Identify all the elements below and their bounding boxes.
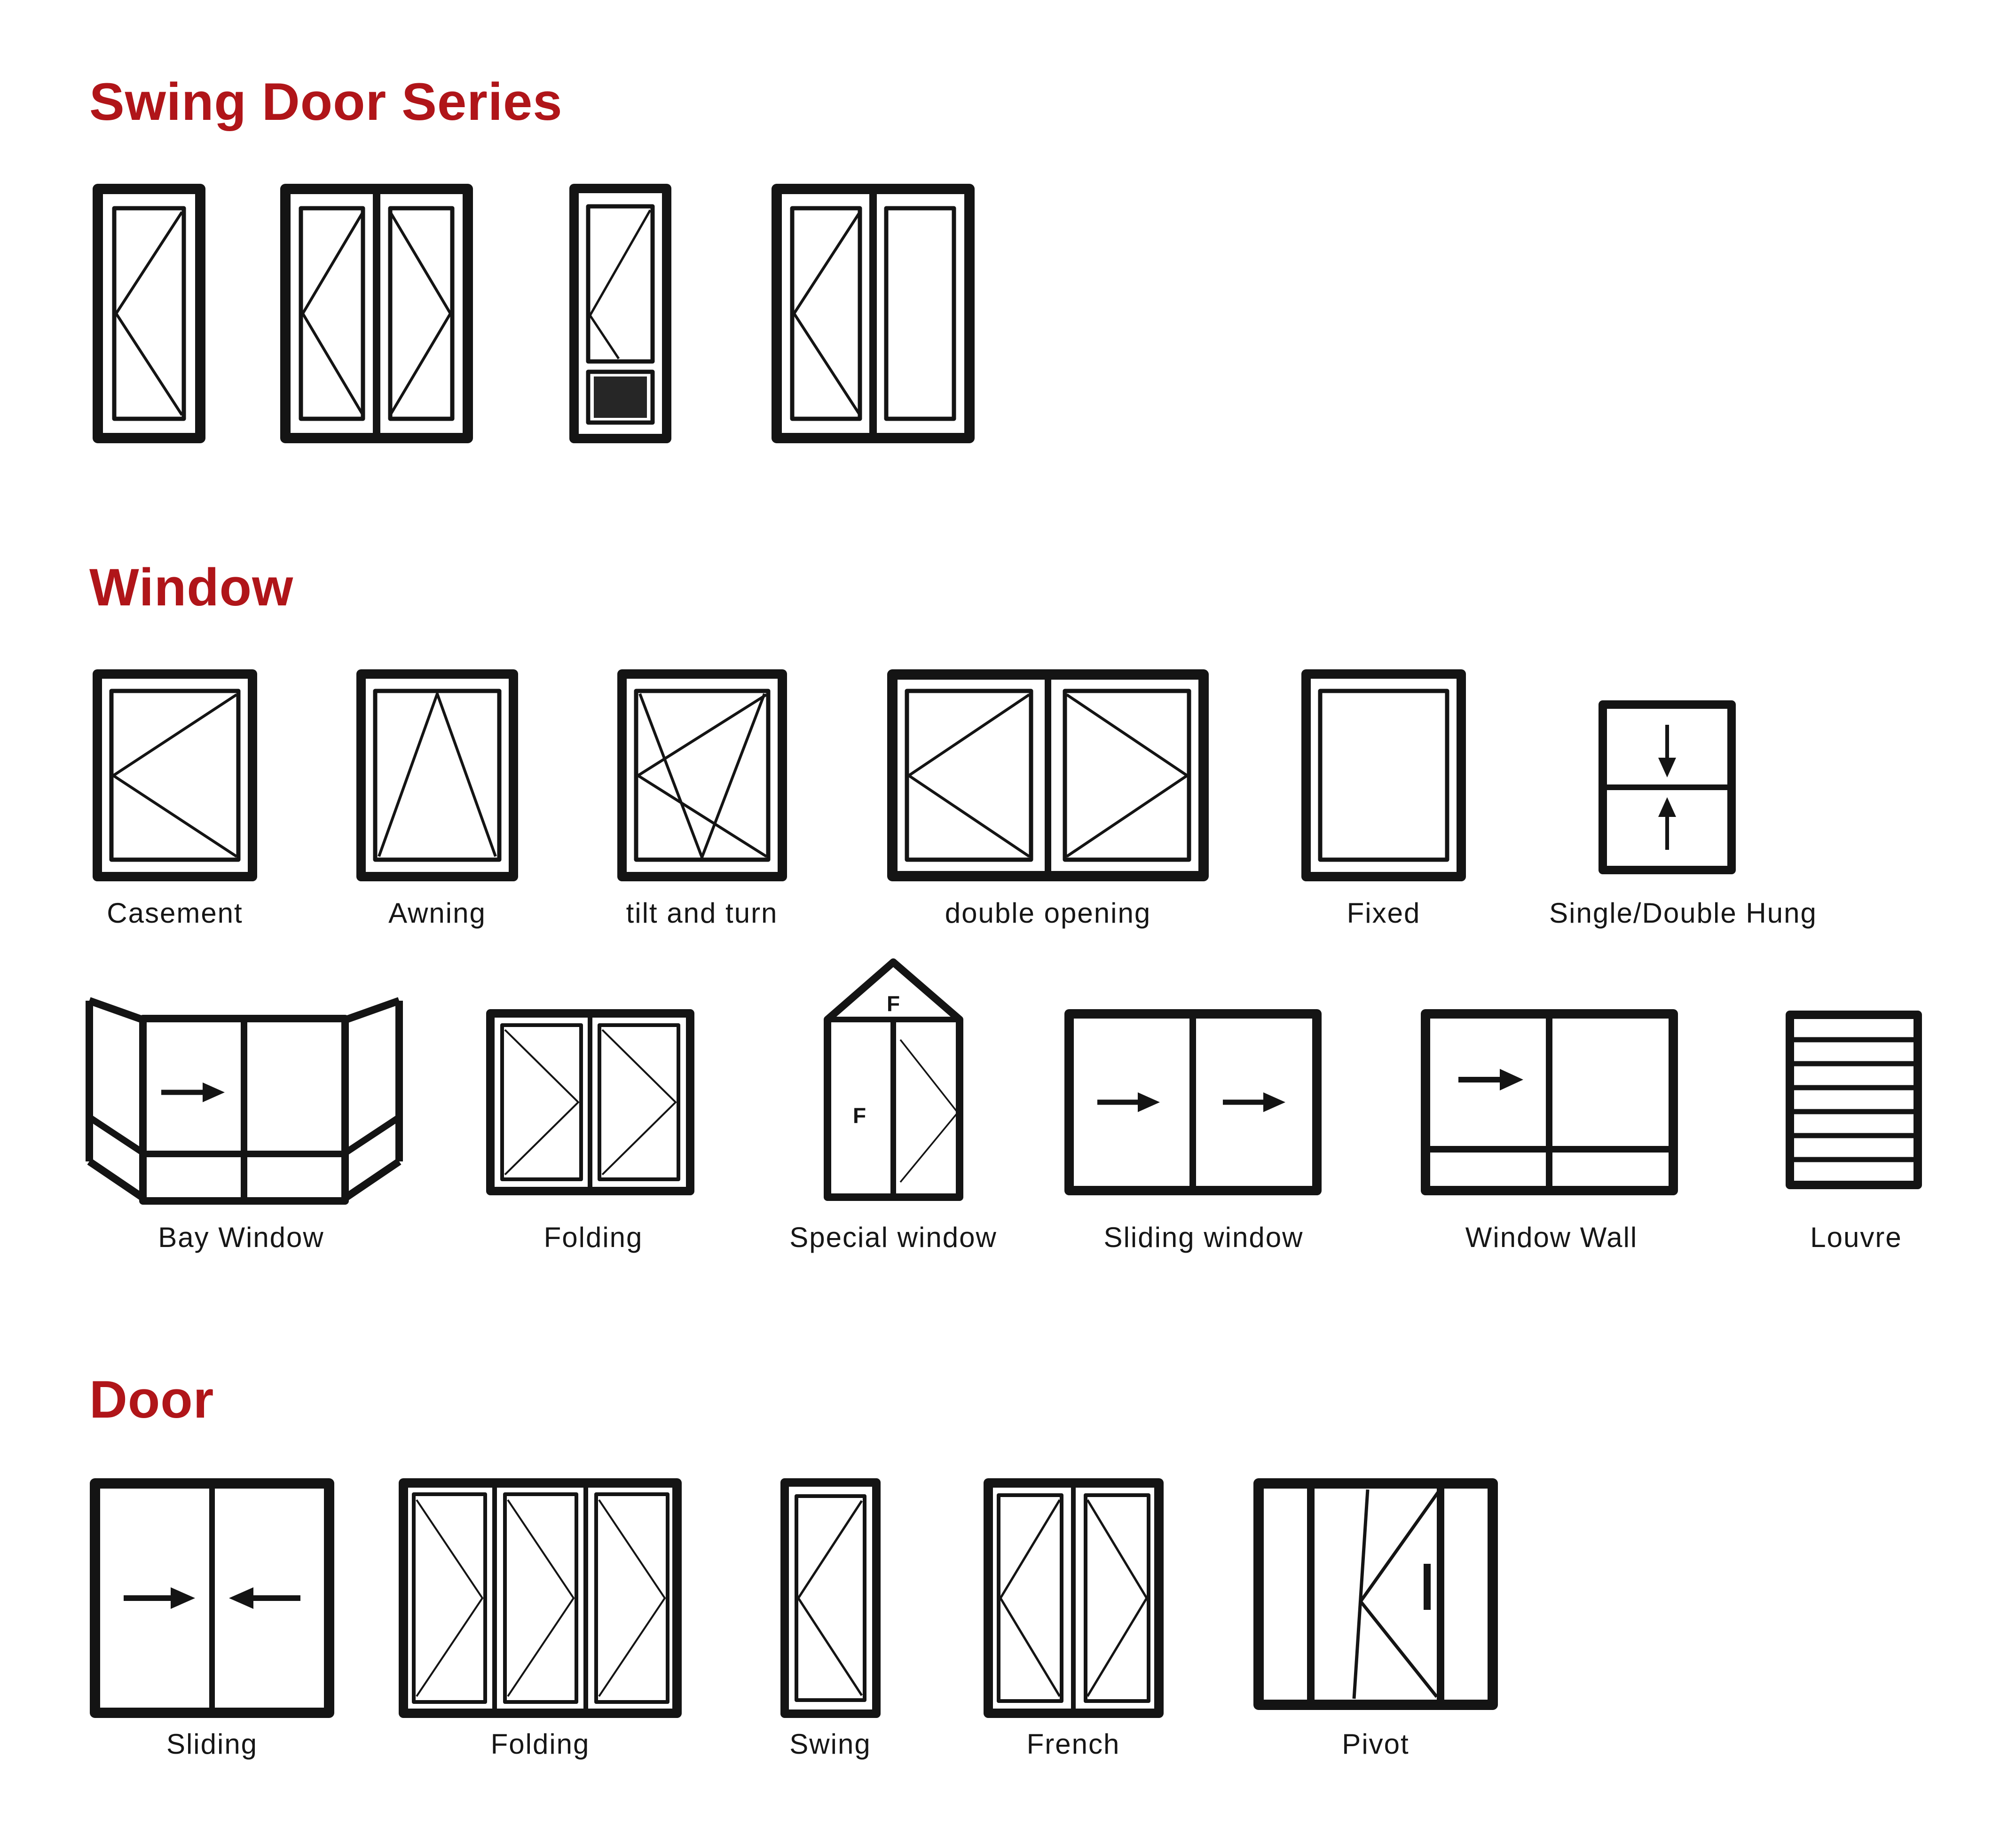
fixed-window-icon: [1301, 669, 1466, 881]
label-french-door: French: [1026, 1728, 1120, 1760]
special-window-left-panel-label: F: [853, 1103, 866, 1128]
double-opening-window-icon: [887, 669, 1209, 881]
sliding-window-icon: [1064, 1009, 1322, 1195]
label-awning: Awning: [388, 897, 486, 929]
label-folding-window: Folding: [543, 1222, 643, 1253]
section-title-window: Window: [89, 558, 294, 617]
louvre-window-icon: [1786, 1011, 1922, 1189]
section-title-swing-door-series: Swing Door Series: [89, 72, 563, 131]
special-window-gable-label: F: [887, 991, 900, 1016]
section-title-door: Door: [89, 1370, 214, 1429]
casement-window-icon: [93, 669, 257, 881]
label-fixed: Fixed: [1347, 897, 1421, 929]
tilt-and-turn-window-icon: [617, 669, 787, 881]
door-handle-icon: [1424, 1564, 1431, 1610]
label-pivot-door: Pivot: [1342, 1728, 1410, 1760]
single-double-hung-window-icon: [1599, 700, 1736, 874]
bay-window-icon: [86, 997, 403, 1205]
sliding-door-icon: [90, 1478, 334, 1718]
swing-door-icon: [780, 1478, 881, 1718]
label-louvre: Louvre: [1810, 1222, 1902, 1253]
double-swing-door-icon: [280, 184, 473, 443]
right-arrow-icon: [1500, 1069, 1523, 1090]
swing-door-with-fixed-side-icon: [772, 184, 975, 443]
up-arrow-icon: [1658, 797, 1676, 817]
right-arrow-icon: [1263, 1092, 1285, 1112]
right-arrow-icon: [171, 1587, 195, 1609]
down-arrow-icon: [1658, 758, 1676, 777]
label-bay-window: Bay Window: [158, 1222, 324, 1253]
french-door-icon: [984, 1478, 1164, 1718]
awning-window-icon: [356, 669, 518, 881]
single-swing-door-icon: [93, 184, 205, 443]
label-double-opening: double opening: [945, 897, 1151, 929]
label-tilt-and-turn: tilt and turn: [626, 897, 778, 929]
label-folding-door: Folding: [490, 1728, 590, 1760]
label-sliding-door: Sliding: [166, 1728, 258, 1760]
label-sliding-window: Sliding window: [1103, 1222, 1304, 1253]
label-casement: Casement: [107, 897, 243, 929]
label-single-double-hung: Single/Double Hung: [1549, 897, 1817, 929]
label-special-window: Special window: [789, 1222, 997, 1253]
label-window-wall: Window Wall: [1465, 1222, 1638, 1253]
label-swing-door: Swing: [789, 1728, 871, 1760]
left-arrow-icon: [229, 1587, 253, 1609]
right-arrow-icon: [1138, 1092, 1160, 1112]
folding-window-icon: [486, 1009, 694, 1195]
right-arrow-icon: [203, 1082, 225, 1102]
window-wall-icon: [1421, 1009, 1678, 1195]
swing-door-with-kick-panel-icon: [569, 184, 671, 443]
special-window-icon: F F: [824, 958, 963, 1201]
folding-door-icon: [399, 1478, 682, 1718]
pivot-door-icon: [1253, 1478, 1498, 1710]
